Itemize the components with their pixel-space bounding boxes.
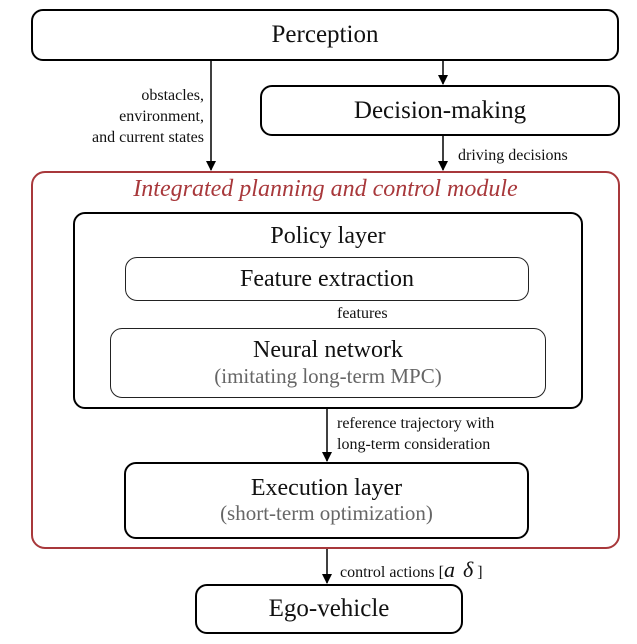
obstacles-line-3: and current states (92, 128, 204, 146)
control-a-symbol: a (443, 557, 455, 582)
policy-layer-label: Policy layer (270, 223, 386, 249)
feature-extraction-box: Feature extraction (125, 257, 529, 301)
decision-making-box: Decision-making (260, 85, 620, 136)
execution-layer-box: Execution layer (short-term optimization… (124, 462, 529, 539)
ego-vehicle-box: Ego-vehicle (195, 584, 463, 634)
reference-trajectory-label: reference trajectory with long-term cons… (337, 414, 494, 456)
perception-label: Perception (271, 21, 379, 49)
integrated-module-box (31, 171, 620, 549)
neural-network-label: Neural network (253, 337, 403, 364)
control-actions-label: control actions [a δ ] (340, 556, 483, 585)
ego-vehicle-label: Ego-vehicle (268, 595, 390, 623)
control-actions-suffix: ] (477, 564, 483, 581)
reference-line-1: reference trajectory with (337, 415, 495, 432)
control-actions-prefix: control actions [ (340, 564, 444, 581)
reference-line-2: long-term consideration (337, 435, 491, 453)
neural-network-box: Neural network (imitating long-term MPC) (110, 328, 546, 398)
feature-extraction-label: Feature extraction (240, 265, 414, 292)
control-delta-symbol: δ (462, 557, 474, 582)
execution-layer-label: Execution layer (250, 474, 403, 501)
neural-network-sublabel: (imitating long-term MPC) (214, 363, 442, 388)
execution-layer-sublabel: (short-term optimization) (220, 501, 433, 526)
decision-making-label: Decision-making (353, 96, 527, 124)
obstacles-edge-label: obstacles, environment, and current stat… (14, 86, 204, 148)
driving-decisions-label: driving decisions (458, 147, 568, 164)
obstacles-line-1: obstacles, (141, 87, 204, 104)
obstacles-line-2: environment, (119, 107, 204, 125)
module-title: Integrated planning and control module (133, 176, 518, 202)
perception-box: Perception (31, 9, 619, 61)
features-label: features (337, 305, 388, 322)
